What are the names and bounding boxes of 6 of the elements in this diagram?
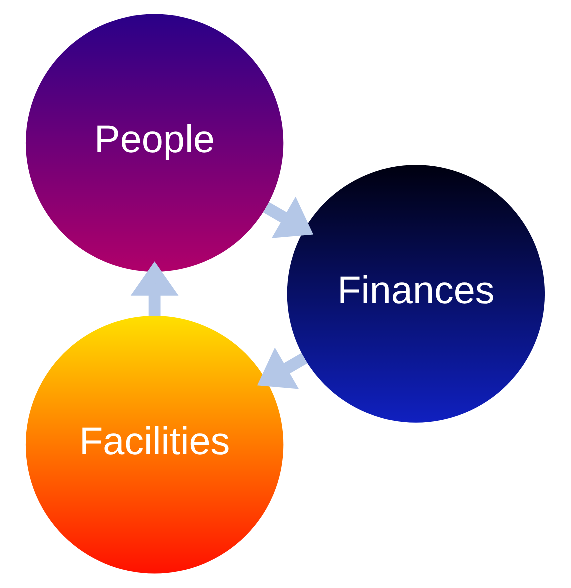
node-circle: People (26, 14, 284, 272)
node-circle: Finances (287, 165, 546, 423)
arrow (130, 262, 179, 316)
arrow (263, 196, 314, 238)
node-circle: Facilities (26, 316, 284, 574)
arrow (257, 348, 308, 390)
